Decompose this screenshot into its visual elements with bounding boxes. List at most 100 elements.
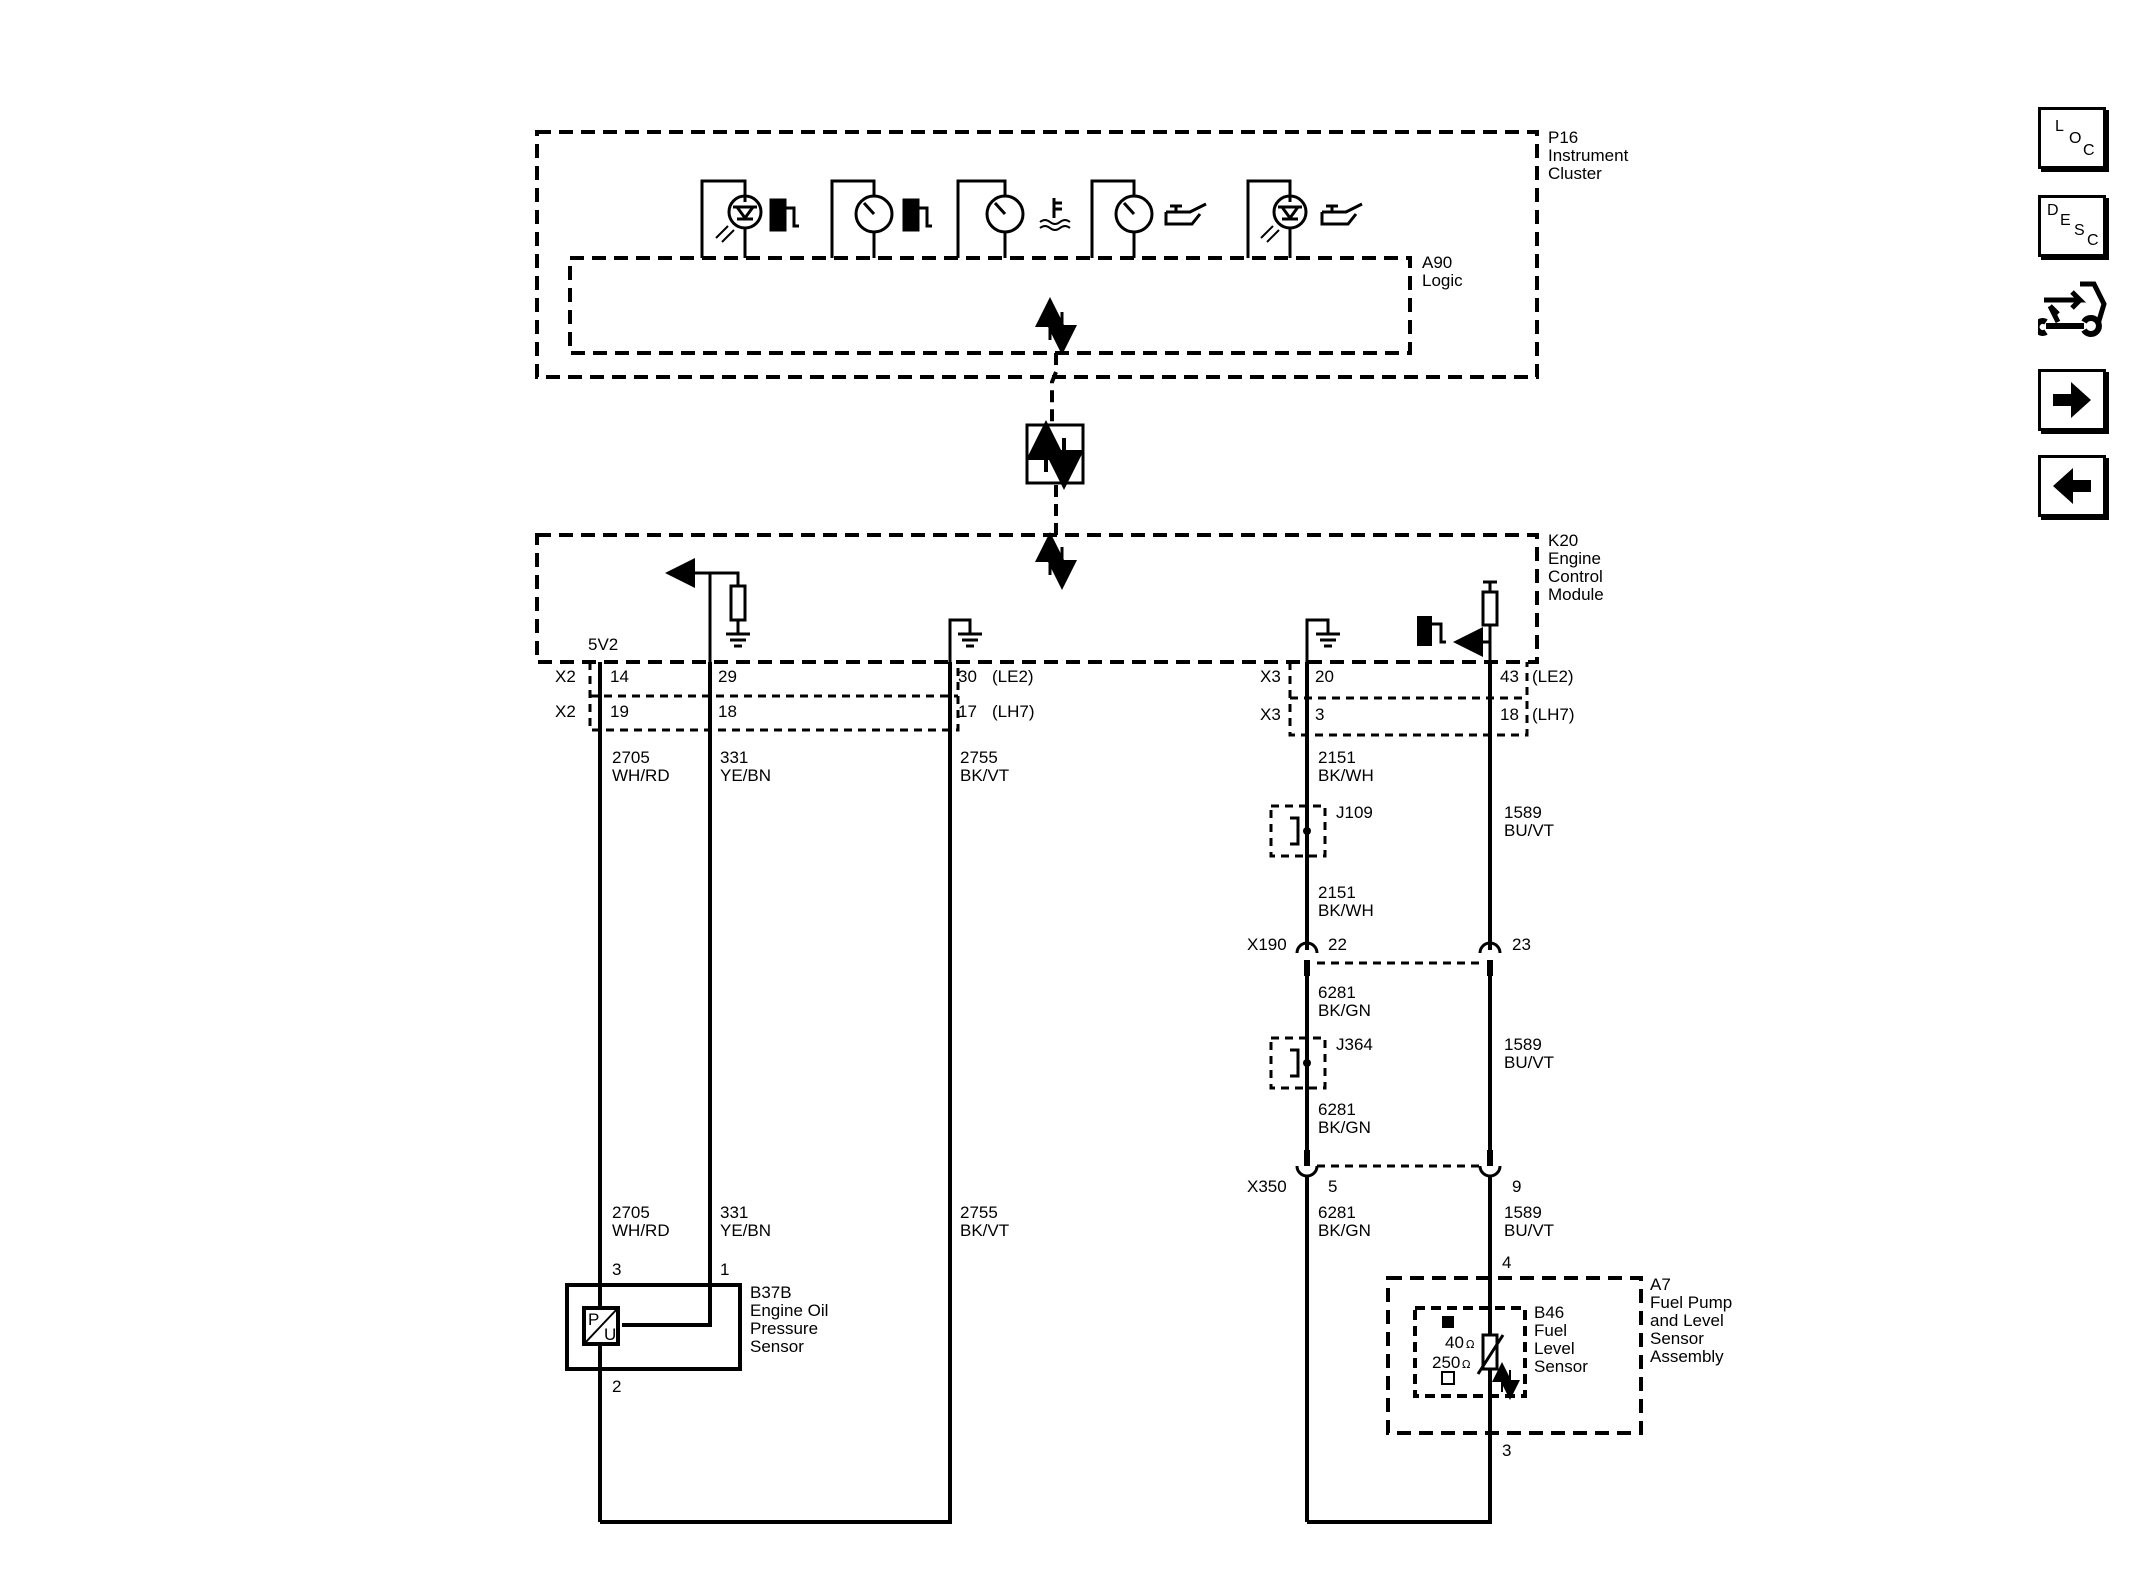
j364-label: J364 — [1336, 1035, 1373, 1054]
a7-pin-4: 4 — [1502, 1253, 1511, 1272]
x350-label: X350 — [1247, 1177, 1287, 1196]
variant-le2-left: (LE2) — [992, 667, 1034, 686]
oil-pressure-gauge-icon — [1090, 179, 1207, 258]
pin-3: 3 — [1315, 705, 1324, 724]
wire-6281-a: 6281 — [1318, 983, 1356, 1002]
b46-40-value: 40 — [1445, 1333, 1464, 1352]
connector-x2: X2 X2 14 29 30 (LE2) 19 18 17 (LH7) — [555, 662, 1035, 732]
loc-letter-l: L — [2055, 118, 2064, 135]
a7-name-3: Sensor — [1650, 1329, 1704, 1348]
b37b-name-3: Sensor — [750, 1337, 804, 1356]
b46-name-1: Fuel — [1534, 1321, 1567, 1340]
p16-name-2: Cluster — [1548, 164, 1602, 183]
instrument-cluster-module: P16 Instrument Cluster — [535, 128, 1629, 379]
wire-2755-upper: 2755 — [960, 748, 998, 767]
wire-2151-color-lower: BK/WH — [1318, 901, 1374, 920]
arrow-left-icon — [2053, 468, 2091, 504]
connector-x3: X3 X3 20 43 (LE2) 3 18 (LH7) — [1260, 662, 1575, 737]
wire-1589-color-c: BU/VT — [1504, 1221, 1554, 1240]
pin-20: 20 — [1315, 667, 1334, 686]
b37b-pin-3: 3 — [612, 1260, 621, 1279]
pin-18: 18 — [718, 702, 737, 721]
wire-331-lower: 331 — [720, 1203, 748, 1222]
wire-6281-color-a: BK/GN — [1318, 1001, 1371, 1020]
p16-id: P16 — [1548, 128, 1578, 147]
back-button[interactable] — [2038, 455, 2106, 517]
b37b-p-symbol: P — [588, 1310, 599, 1329]
wire-2755-lower: 2755 — [960, 1203, 998, 1222]
wire-2705-color-upper: WH/RD — [612, 766, 670, 785]
b46-250-value: 250 — [1432, 1353, 1460, 1372]
k20-name-3: Module — [1548, 585, 1604, 604]
5v-reference-label: 5V2 — [588, 635, 618, 654]
full-tank-icon — [1442, 1316, 1454, 1328]
a7-name-1: Fuel Pump — [1650, 1293, 1732, 1312]
splice-j364: J364 — [1269, 1035, 1373, 1090]
wire-2705-lower: 2705 — [612, 1203, 650, 1222]
b37b-name-2: Pressure — [750, 1319, 818, 1338]
desc-letter-e: E — [2060, 212, 2071, 229]
wire-1589-color-a: BU/VT — [1504, 821, 1554, 840]
x2-le2-label: X2 — [555, 667, 576, 686]
connector-x350: X350 5 9 — [1247, 1150, 1521, 1196]
pin-19: 19 — [610, 702, 629, 721]
cluster-indicators — [700, 179, 1363, 258]
a7-name-4: Assembly — [1650, 1347, 1724, 1366]
j109-label: J109 — [1336, 803, 1373, 822]
k20-id: K20 — [1548, 531, 1578, 550]
a90-name: Logic — [1422, 271, 1463, 290]
b46-250-ohm: Ω — [1462, 1358, 1470, 1371]
diagnostic-icon[interactable] — [2033, 276, 2110, 342]
empty-tank-icon — [1441, 1371, 1455, 1385]
desc-letter-s: S — [2074, 222, 2085, 239]
ecm-internal-circuits: 5V2 — [588, 558, 1499, 675]
serial-data-bus-box — [1025, 420, 1085, 490]
x350-pin-9: 9 — [1512, 1177, 1521, 1196]
variant-lh7-right: (LH7) — [1532, 705, 1575, 724]
description-button[interactable]: D E S C — [2038, 195, 2106, 257]
a7-id: A7 — [1650, 1275, 1671, 1294]
fuel-level-sensor: 40 Ω 250 Ω B46 Fuel Level Sensor — [1413, 1303, 1588, 1400]
wire-6281-c: 6281 — [1318, 1203, 1356, 1222]
b46-name-3: Sensor — [1534, 1357, 1588, 1376]
coolant-temp-gauge-icon — [956, 179, 1071, 258]
wire-6281-color-c: BK/GN — [1318, 1221, 1371, 1240]
logic-module: A90 Logic — [568, 253, 1463, 355]
location-button[interactable]: L O C — [2038, 107, 2106, 169]
wire-6281-color-b: BK/GN — [1318, 1118, 1371, 1137]
wire-2705-color-lower: WH/RD — [612, 1221, 670, 1240]
wire-331-upper: 331 — [720, 748, 748, 767]
fuel-gauge-icon — [830, 179, 932, 258]
x350-pin-5: 5 — [1328, 1177, 1337, 1196]
wire-2755-color-lower: BK/VT — [960, 1221, 1009, 1240]
wire-1589-c: 1589 — [1504, 1203, 1542, 1222]
a90-id: A90 — [1422, 253, 1452, 272]
wire-1589-a: 1589 — [1504, 803, 1542, 822]
p16-name-1: Instrument — [1548, 146, 1629, 165]
b46-id: B46 — [1534, 1303, 1564, 1322]
x190-pin-23: 23 — [1512, 935, 1531, 954]
wire-331-color-upper: YE/BN — [720, 766, 771, 785]
pin-43: 43 — [1500, 667, 1519, 686]
wire-331-color-lower: YE/BN — [720, 1221, 771, 1240]
serial-data-line — [1050, 353, 1058, 535]
loc-letter-o: O — [2069, 130, 2082, 147]
x190-pin-22: 22 — [1328, 935, 1347, 954]
desc-letter-c: C — [2087, 232, 2099, 249]
wire-2705-upper: 2705 — [612, 748, 650, 767]
wire-1589-color-b: BU/VT — [1504, 1053, 1554, 1072]
wire-labels-left: 2705 WH/RD 331 YE/BN 2755 BK/VT 2705 WH/… — [612, 748, 1009, 1240]
ecm-fuel-icon — [1417, 616, 1446, 646]
pin-29: 29 — [718, 667, 737, 686]
splice-j109: J109 — [1269, 803, 1373, 858]
x190-label: X190 — [1247, 935, 1287, 954]
wire-2151-lower: 2151 — [1318, 883, 1356, 902]
next-button[interactable] — [2038, 369, 2106, 431]
loc-letter-c: C — [2083, 142, 2095, 159]
b37b-u-symbol: U — [604, 1325, 616, 1344]
b37b-pin-1: 1 — [720, 1260, 729, 1279]
pin-18b: 18 — [1500, 705, 1519, 724]
pin-17: 17 — [958, 702, 977, 721]
a7-name-2: and Level — [1650, 1311, 1724, 1330]
